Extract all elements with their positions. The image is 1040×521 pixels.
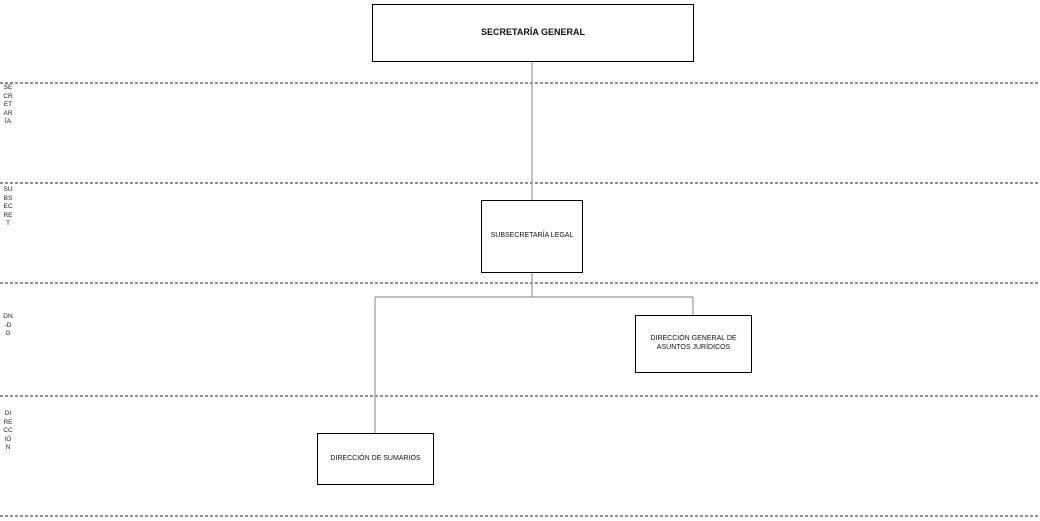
node-direccion-sumarios: DIRECCIÓN DE SUMARIOS	[317, 433, 434, 485]
node-dgaj-label: DIRECCIÓN GENERAL DE ASUNTOS JURÍDICOS	[650, 335, 737, 351]
node-secretaria-general: SECRETARÍA GENERAL	[372, 4, 694, 62]
node-subsecretaria-legal: SUBSECRETARÍA LEGAL	[481, 200, 583, 273]
band-label-subsecretaria: SUBSECRET	[3, 186, 13, 228]
band-label-dn-dg: DN-DG	[3, 313, 13, 338]
node-sumarios-label: DIRECCIÓN DE SUMARIOS	[330, 454, 421, 462]
node-secretaria-general-label: SECRETARÍA GENERAL	[480, 27, 585, 38]
band-label-direccion: DIRECCIÓN	[3, 410, 13, 452]
band-label-secretaria: SECRETARÍA	[3, 84, 13, 126]
node-subsecretaria-legal-label: SUBSECRETARÍA LEGAL	[490, 232, 574, 240]
node-direccion-general-asuntos-juridicos: DIRECCIÓN GENERAL DE ASUNTOS JURÍDICOS	[635, 315, 752, 373]
